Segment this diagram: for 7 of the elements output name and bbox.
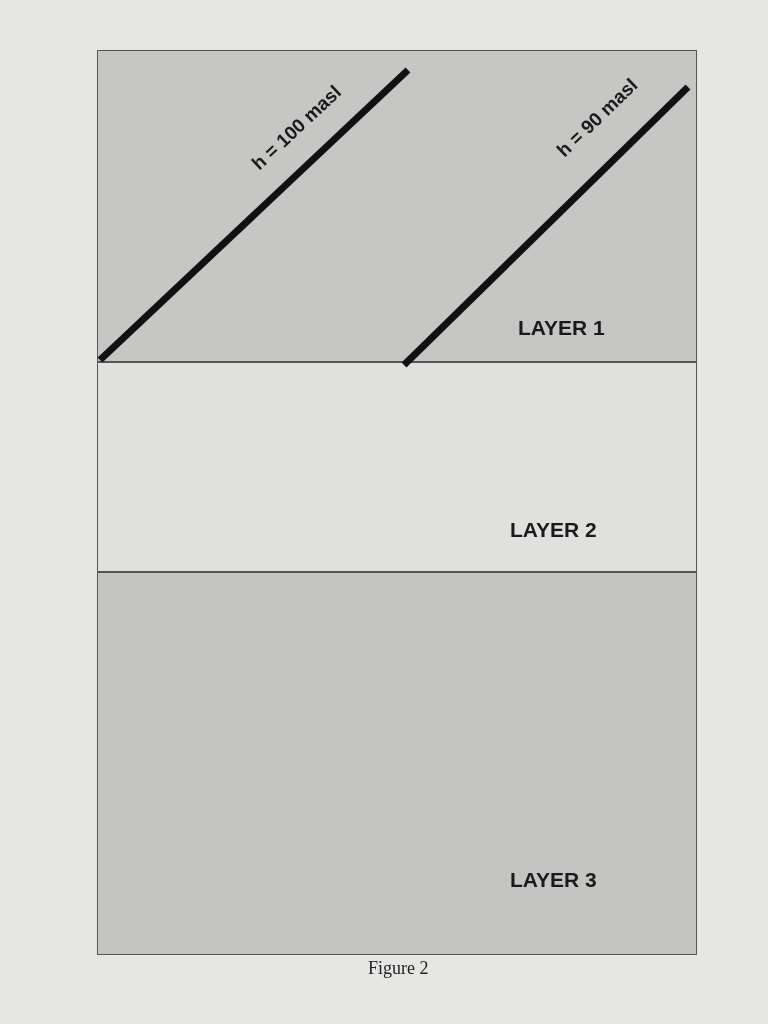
- figure-caption: Figure 2: [368, 958, 429, 979]
- layer-label: LAYER 2: [510, 518, 597, 542]
- layer-band: [97, 572, 697, 955]
- layer-band: [97, 362, 697, 572]
- layer-label: LAYER 3: [510, 868, 597, 892]
- layer-band: [97, 50, 697, 362]
- layer-label: LAYER 1: [518, 316, 605, 340]
